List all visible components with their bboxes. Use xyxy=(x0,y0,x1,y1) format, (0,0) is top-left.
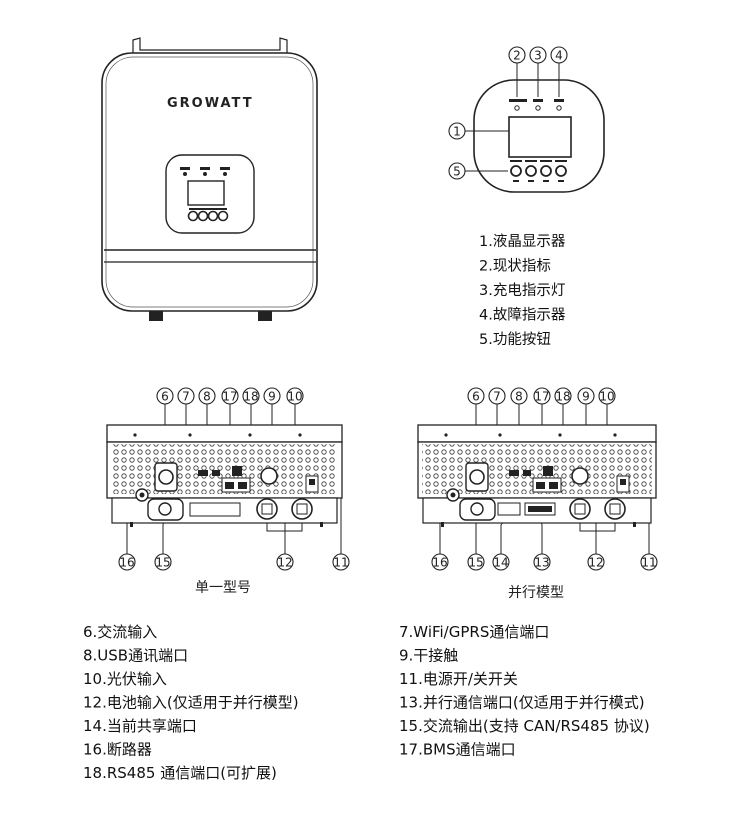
single-model-caption: 单一型号 xyxy=(195,580,251,596)
callout-number: 3 xyxy=(534,49,542,63)
callout-number: 8 xyxy=(203,390,211,404)
callout-1: 1 xyxy=(448,122,466,140)
callout-number: 18 xyxy=(555,390,570,404)
callout-11: 11 xyxy=(332,553,350,571)
legend-item: 18.RS485 通信端口(可扩展) xyxy=(83,764,277,782)
callout-18: 18 xyxy=(242,387,260,405)
port-legend-left: 6.交流输入 8.USB通讯端口 10.光伏输入 12.电池输入(仅适用于并行模型) 1… xyxy=(83,623,299,782)
legend-item: 9.干接触 xyxy=(399,647,458,665)
callout-10: 10 xyxy=(286,387,304,405)
callout-7: 7 xyxy=(488,387,506,405)
callout-12: 12 xyxy=(587,553,605,571)
callout-17: 17 xyxy=(533,387,551,405)
callout-16: 16 xyxy=(431,553,449,571)
callout-number: 18 xyxy=(243,390,258,404)
callout-number: 7 xyxy=(493,390,501,404)
callout-number: 5 xyxy=(453,165,461,179)
callout-number: 10 xyxy=(599,390,614,404)
callout-number: 6 xyxy=(161,390,169,404)
callout-11: 11 xyxy=(640,553,658,571)
callout-8: 8 xyxy=(510,387,528,405)
callout-12: 12 xyxy=(276,553,294,571)
callout-number: 12 xyxy=(588,556,603,570)
callout-number: 16 xyxy=(432,556,447,570)
battery-bracket xyxy=(266,519,303,532)
callout-number: 4 xyxy=(555,49,563,63)
callout-14: 14 xyxy=(492,553,510,571)
battery-bracket xyxy=(579,519,616,532)
legend-item: 17.BMS通信端口 xyxy=(399,741,516,759)
callout-number: 2 xyxy=(513,49,521,63)
function-button xyxy=(510,160,522,182)
callout-number: 13 xyxy=(534,556,549,570)
callout-3: 3 xyxy=(529,46,547,64)
callout-7: 7 xyxy=(177,387,195,405)
legend-item: 1.液晶显示器 xyxy=(479,233,566,250)
callout-15: 15 xyxy=(467,553,485,571)
callout-number: 7 xyxy=(182,390,190,404)
callout-number: 10 xyxy=(287,390,302,404)
legend-item: 15.交流输出(支持 CAN/RS485 协议) xyxy=(399,717,650,735)
callout-number: 12 xyxy=(277,556,292,570)
callout-16: 16 xyxy=(118,553,136,571)
legend-item: 14.当前共享端口 xyxy=(83,717,197,735)
callout-number: 9 xyxy=(268,390,276,404)
callout-number: 17 xyxy=(222,390,237,404)
callout-9: 9 xyxy=(577,387,595,405)
legend-item: 10.光伏输入 xyxy=(83,670,167,688)
legend-item: 11.电源开/关开关 xyxy=(399,670,518,688)
legend-item: 6.交流输入 xyxy=(83,623,157,641)
legend-item: 2.现状指标 xyxy=(479,258,551,275)
parallel-model-caption: 并行模型 xyxy=(508,585,564,601)
function-button xyxy=(540,160,552,182)
callout-number: 6 xyxy=(472,390,480,404)
callout-number: 11 xyxy=(641,556,656,570)
callout-6: 6 xyxy=(156,387,174,405)
port-legend-right: 7.WiFi/GPRS通信端口 9.干接触 11.电源开/关开关 13.并行通信端口(… xyxy=(399,623,650,759)
callout-number: 9 xyxy=(582,390,590,404)
function-button xyxy=(555,160,567,182)
callout-17: 17 xyxy=(221,387,239,405)
callout-9: 9 xyxy=(263,387,281,405)
callout-4: 4 xyxy=(550,46,568,64)
callout-number: 14 xyxy=(493,556,508,570)
callout-6: 6 xyxy=(467,387,485,405)
panel-legend: 1.液晶显示器 2.现状指标 3.充电指示灯 4.故障指示器 5.功能按钮 xyxy=(479,233,566,348)
callout-15: 15 xyxy=(154,553,172,571)
callout-number: 15 xyxy=(468,556,483,570)
callout-number: 16 xyxy=(119,556,134,570)
brand-logo: GROWATT xyxy=(167,96,254,111)
callout-number: 1 xyxy=(453,125,461,139)
function-button xyxy=(525,160,537,182)
callout-5: 5 xyxy=(448,162,466,180)
legend-item: 8.USB通讯端口 xyxy=(83,647,188,665)
callout-10: 10 xyxy=(598,387,616,405)
callout-2: 2 xyxy=(508,46,526,64)
legend-item: 13.并行通信端口(仅适用于并行模式) xyxy=(399,694,645,712)
legend-item: 3.充电指示灯 xyxy=(479,282,565,299)
inverter-front-view: GROWATT xyxy=(101,37,318,321)
legend-item: 16.断路器 xyxy=(83,741,152,759)
callout-number: 15 xyxy=(155,556,170,570)
legend-item: 5.功能按钮 xyxy=(479,331,551,348)
callout-18: 18 xyxy=(554,387,572,405)
legend-item: 4.故障指示器 xyxy=(479,306,566,324)
callout-number: 8 xyxy=(515,390,523,404)
legend-item: 12.电池输入(仅适用于并行模型) xyxy=(83,694,299,712)
callout-number: 11 xyxy=(333,556,348,570)
callout-13: 13 xyxy=(533,553,551,571)
legend-item: 7.WiFi/GPRS通信端口 xyxy=(399,623,549,641)
callout-8: 8 xyxy=(198,387,216,405)
callout-number: 17 xyxy=(534,390,549,404)
